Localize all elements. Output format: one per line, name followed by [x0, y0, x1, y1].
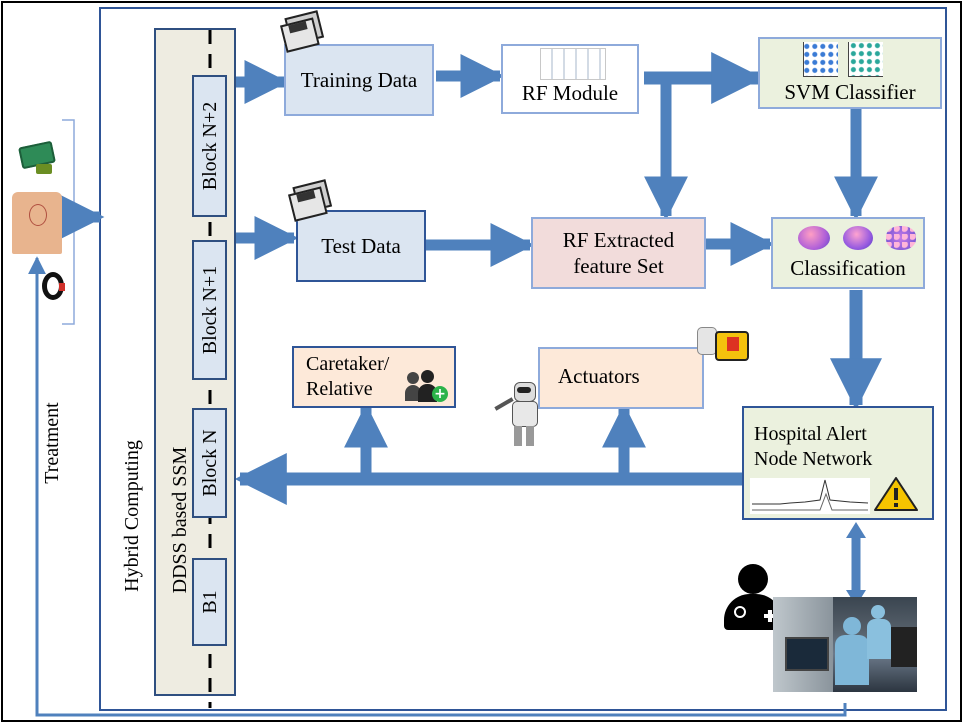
svm-classifier-label: SVM Classifier — [784, 79, 916, 104]
rf-extracted-box: RF Extracted feature Set — [531, 217, 706, 289]
operating-room-photo — [773, 597, 917, 692]
warning-icon — [874, 477, 918, 511]
block-b1 — [192, 558, 227, 646]
patient-chest-icon — [12, 192, 62, 254]
robot-icon — [494, 382, 554, 448]
classification-label: Classification — [790, 255, 906, 280]
hybrid-computing-frame — [99, 7, 947, 711]
cluster-blob-icon — [798, 226, 830, 250]
training-data-box: Training Data — [284, 44, 434, 116]
caretaker-label: Caretaker/ Relative — [306, 353, 390, 400]
actuators-box: Actuators — [538, 347, 704, 409]
wristband-icon — [42, 272, 65, 300]
block-b1-label: B1 — [198, 590, 221, 614]
users-plus-icon: + — [405, 370, 449, 404]
scatter-plot-icon — [848, 42, 883, 77]
treatment-loop-line — [28, 256, 847, 717]
test-data-label: Test Data — [321, 233, 401, 258]
patient-bracket — [62, 119, 75, 325]
cluster-blob-icon — [886, 226, 916, 250]
scatter-plot-icon — [803, 42, 838, 77]
hospital-alert-label: Hospital Alert Node Network — [754, 423, 873, 470]
rf-thumbnail-icon — [540, 48, 606, 80]
block-n-plus-1-label: Block N+1 — [198, 265, 221, 355]
sensor-chip-icon — [36, 164, 52, 174]
block-n — [192, 408, 227, 518]
block-n-plus-2 — [192, 75, 227, 217]
ssm-label: DDSS based SSM — [168, 446, 191, 594]
actuators-label: Actuators — [558, 364, 640, 388]
rf-module-label: RF Module — [521, 80, 619, 105]
rf-extracted-label: RF Extracted feature Set — [562, 227, 675, 278]
ecg-signal-icon — [750, 478, 870, 514]
training-data-label: Training Data — [300, 67, 418, 92]
defibrillator-icon — [697, 323, 751, 363]
treatment-label: Treatment — [40, 402, 63, 484]
arrow-hospital-doctor-tip-up — [846, 522, 866, 538]
cluster-blob-icon — [843, 226, 873, 250]
hybrid-computing-label: Hybrid Computing — [120, 440, 143, 592]
block-n-label: Block N — [198, 429, 221, 497]
block-n-plus-2-label: Block N+2 — [198, 101, 221, 191]
caretaker-box: Caretaker/ Relative — [292, 346, 456, 408]
block-n-plus-1 — [192, 240, 227, 380]
test-data-box: Test Data — [296, 210, 426, 282]
doctor-icon — [722, 564, 784, 630]
